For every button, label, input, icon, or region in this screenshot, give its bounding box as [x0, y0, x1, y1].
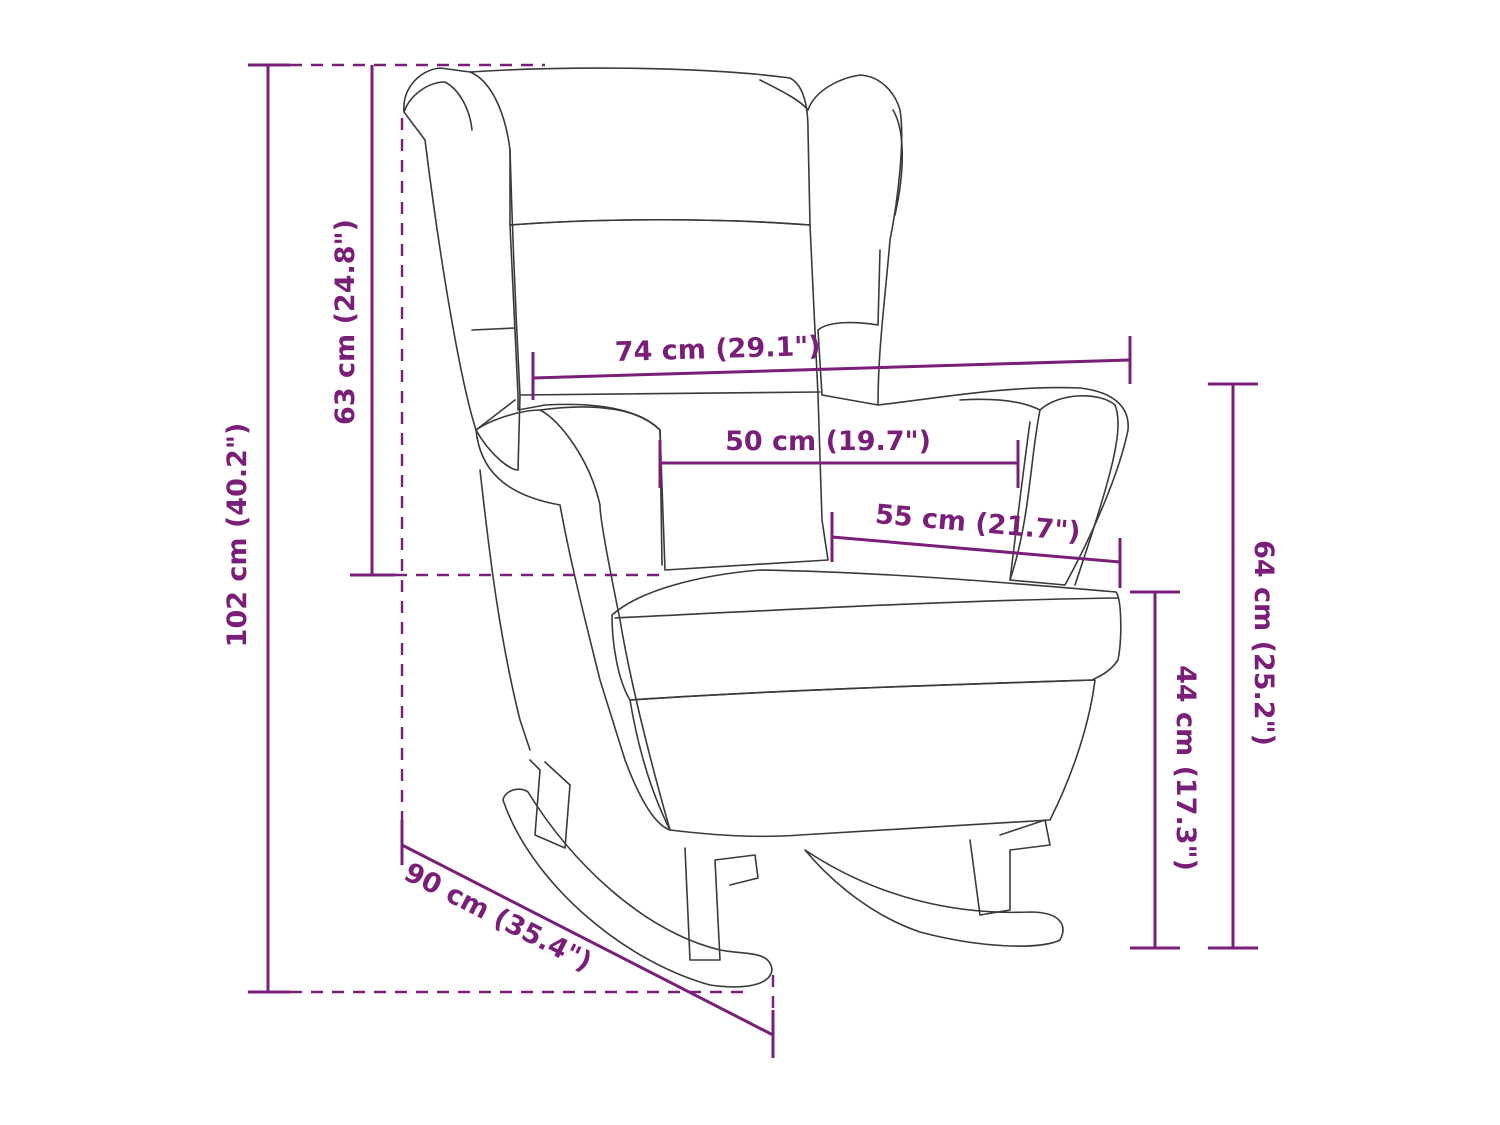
dimension-seat-height: [1130, 590, 1180, 950]
right-rocker: [804, 849, 1064, 947]
label-seat-depth: 55 cm (21.7"): [874, 499, 1082, 548]
dimension-backrest-height: [350, 65, 662, 842]
left-armrest-front: [539, 406, 663, 566]
backrest-seam: [519, 391, 821, 396]
right-back-leg: [969, 819, 1051, 916]
seat-cushion-piping: [614, 597, 1119, 619]
right-armrest: [877, 386, 1129, 586]
label-total-height: 102 cm (40.2"): [222, 423, 253, 648]
dimension-seat-width: [658, 440, 1020, 488]
dimension-armrest-height: [1208, 382, 1258, 950]
right-armrest-inner: [1039, 395, 1119, 586]
dimension-total-depth: [400, 820, 775, 1058]
left-front-leg: [529, 759, 571, 849]
left-rocker: [502, 788, 773, 988]
label-backrest-height: 63 cm (24.8"): [330, 219, 361, 425]
dimension-total-height: [248, 63, 745, 994]
left-wing-roll: [403, 81, 473, 131]
right-wing-edge: [892, 109, 904, 216]
left-armrest: [475, 409, 671, 831]
backrest-lower: [509, 218, 829, 571]
label-seat-height: 44 cm (17.3"): [1170, 665, 1201, 871]
left-back-leg: [684, 847, 759, 961]
rocking-chair-drawing: [403, 67, 1129, 988]
dimension-lines: [248, 63, 1258, 1058]
seat-base: [629, 679, 1096, 838]
left-armrest-outer: [479, 469, 531, 751]
right-wing: [807, 74, 903, 406]
label-total-width: 74 cm (29.1"): [614, 331, 821, 368]
backrest-top-curve: [759, 79, 809, 111]
right-armrest-front-edge: [1009, 421, 1031, 581]
seat-cushion: [611, 569, 1122, 701]
label-seat-width: 50 cm (19.7"): [725, 426, 931, 457]
label-armrest-height: 64 cm (25.2"): [1248, 540, 1279, 746]
backrest-top: [469, 67, 811, 226]
dimension-labels: 102 cm (40.2") 63 cm (24.8") 74 cm (29.1…: [222, 219, 1279, 978]
label-total-depth: 90 cm (35.4"): [399, 857, 597, 978]
dimension-seat-depth: [830, 512, 1122, 588]
left-wing-seam: [471, 327, 516, 431]
dimension-total-width: [531, 336, 1132, 400]
